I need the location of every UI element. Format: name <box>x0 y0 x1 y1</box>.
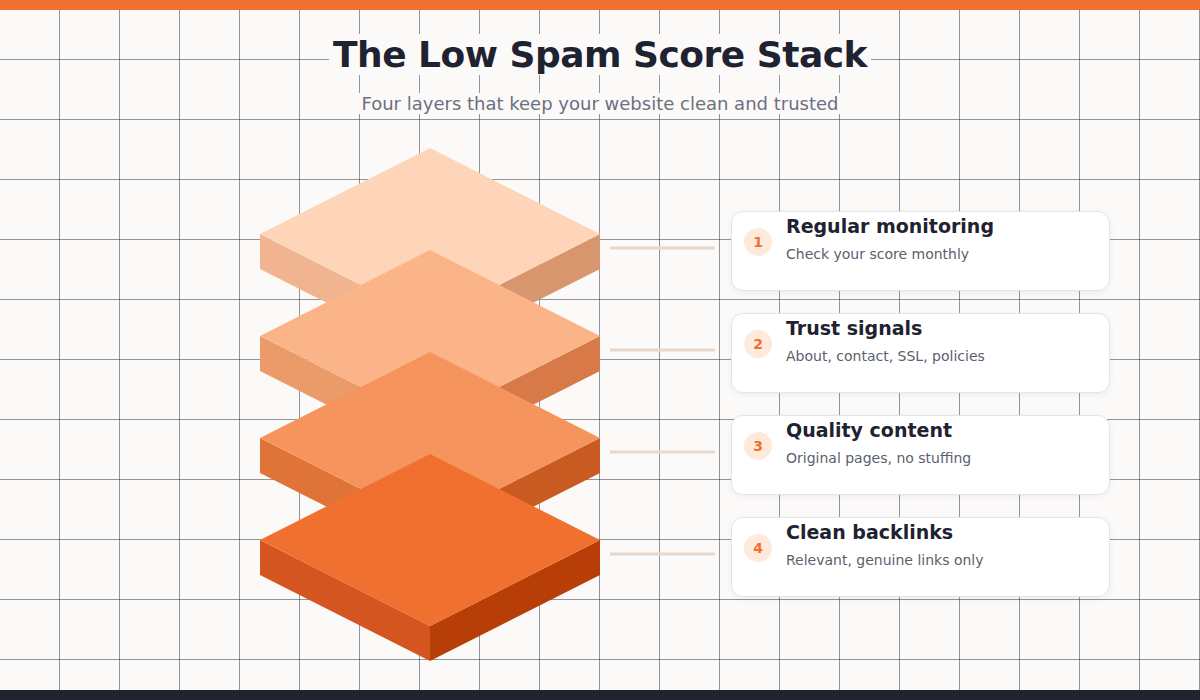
leader-lines <box>610 248 715 554</box>
leader-line <box>610 247 715 250</box>
layer-card: 1 Regular monitoringCheck your score mont… <box>731 211 1110 291</box>
subtitle-wrap: Four layers that keep your website clean… <box>0 93 1200 114</box>
leader-line <box>610 349 715 352</box>
card-heading: Trust signals <box>786 316 1099 340</box>
card-body: Check your score monthly <box>786 244 1099 264</box>
layer-card: 4 Clean backlinksRelevant, genuine links … <box>731 517 1110 597</box>
card-body: Original pages, no stuffing <box>786 448 1099 468</box>
bottom-bar <box>0 690 1200 700</box>
card-text: Quality contentOriginal pages, no stuffi… <box>786 418 1099 468</box>
layer-card: 3 Quality contentOriginal pages, no stuff… <box>731 415 1110 495</box>
leader-line <box>610 553 715 556</box>
card-heading: Regular monitoring <box>786 214 1099 238</box>
title: The Low Spam Score Stack <box>329 34 871 75</box>
layer-stack <box>260 148 600 661</box>
top-bar <box>0 0 1200 10</box>
callout-number: 4 <box>744 534 772 562</box>
card-text: Regular monitoringCheck your score month… <box>786 214 1099 264</box>
card-heading: Quality content <box>786 418 1099 442</box>
subtitle: Four layers that keep your website clean… <box>357 93 842 114</box>
layer-top-face <box>260 454 600 626</box>
callout-number: 1 <box>744 228 772 256</box>
callout-number: 3 <box>744 432 772 460</box>
layer-card: 2 Trust signalsAbout, contact, SSL, polic… <box>731 313 1110 393</box>
leader-line <box>610 451 715 454</box>
card-heading: Clean backlinks <box>786 520 1099 544</box>
callout-number: 2 <box>744 330 772 358</box>
title-wrap: The Low Spam Score Stack <box>0 34 1200 75</box>
card-body: About, contact, SSL, policies <box>786 346 1099 366</box>
card-body: Relevant, genuine links only <box>786 550 1099 570</box>
card-text: Clean backlinksRelevant, genuine links o… <box>786 520 1099 570</box>
card-text: Trust signalsAbout, contact, SSL, polici… <box>786 316 1099 366</box>
